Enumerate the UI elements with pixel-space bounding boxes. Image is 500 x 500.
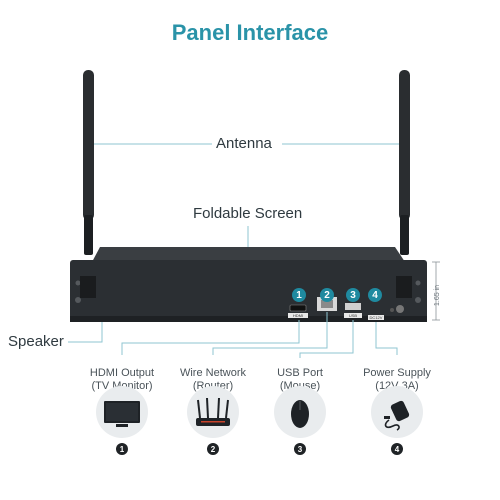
- port-title: USB Port: [277, 367, 323, 379]
- screw: [75, 280, 81, 286]
- antenna-label: Antenna: [216, 135, 272, 152]
- power-adapter-icon-disc: [371, 386, 423, 438]
- port-number-marker: 3: [294, 443, 306, 455]
- panel-label-plate: [344, 313, 362, 318]
- port-title: Power Supply: [363, 367, 431, 379]
- dc-plate-label: DC12V: [369, 315, 383, 320]
- port-title: HDMI Output: [89, 367, 155, 379]
- router-icon: [196, 397, 230, 426]
- mouse-icon: [291, 400, 309, 428]
- port-number-badge: 4: [368, 288, 382, 302]
- page-title: Panel Interface: [171, 20, 329, 45]
- port-number-marker: 1: [116, 443, 128, 455]
- foldable-screen-label: Foldable Screen: [193, 205, 303, 222]
- port-leader-line: [375, 322, 398, 355]
- power-adapter-icon: [384, 400, 410, 431]
- ethernet-port-inner: [321, 300, 333, 308]
- panel-label-plate: [368, 315, 384, 320]
- antenna-connector: [396, 276, 412, 298]
- mouse-icon-disc: [274, 386, 326, 438]
- panel-label-plate: [288, 313, 308, 318]
- ground-screw: [390, 308, 394, 312]
- port-title: Wire Network: [179, 367, 246, 379]
- router-icon-disc: [187, 386, 239, 438]
- speaker-callout-line: [68, 322, 103, 343]
- port-leader-line: [121, 320, 300, 355]
- device-base: [70, 316, 427, 322]
- hdmi-plate-label: HDMI: [292, 313, 304, 318]
- speaker-label: Speaker: [8, 333, 64, 350]
- port-number-badge: 1: [292, 288, 306, 302]
- foldable-screen: [92, 247, 405, 262]
- port-number-marker: 2: [207, 443, 219, 455]
- usb-plate-label: USB: [348, 313, 358, 318]
- antenna-connector: [80, 276, 96, 298]
- port-number-badge: 2: [320, 288, 334, 302]
- device-body: [70, 260, 427, 322]
- left-antenna: [83, 70, 94, 255]
- screw: [415, 297, 421, 303]
- port-number-marker: 4: [391, 443, 403, 455]
- tv-monitor-icon: [104, 401, 140, 427]
- screw: [415, 280, 421, 286]
- tv-monitor-icon-disc: [96, 386, 148, 438]
- port-number-badge: 3: [346, 288, 360, 302]
- hdmi-port: [289, 304, 307, 312]
- port-leader-line: [212, 312, 328, 355]
- port-leader-line: [299, 320, 354, 358]
- height-dimension: 1.65 in: [434, 284, 441, 306]
- right-antenna: [399, 70, 410, 255]
- dc-port: [396, 305, 404, 313]
- screw: [75, 297, 81, 303]
- usb-port: [345, 303, 361, 310]
